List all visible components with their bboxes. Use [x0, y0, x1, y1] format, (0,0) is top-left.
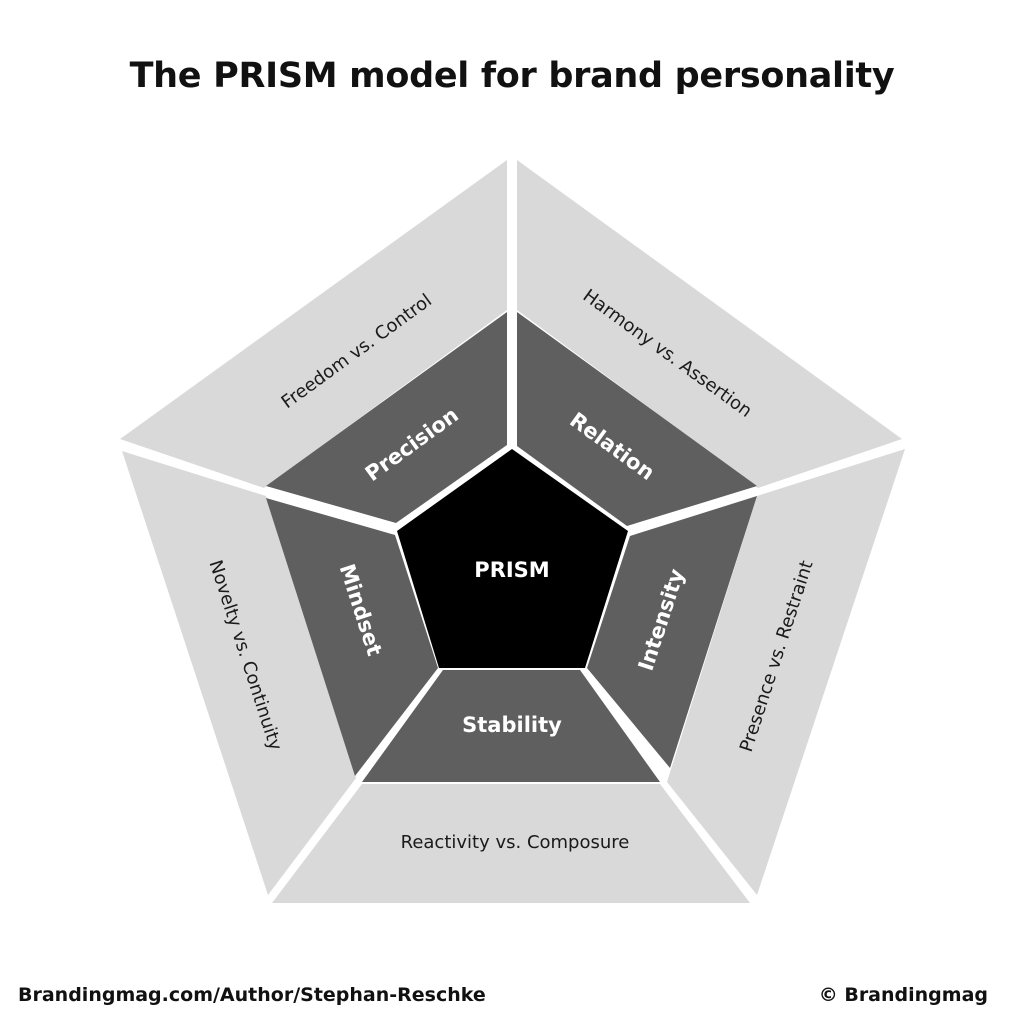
- footer-copyright: © Brandingmag: [818, 984, 988, 1006]
- middle-ring: [266, 312, 757, 782]
- outer-segment-top-right: [517, 160, 902, 488]
- outer-segment-top-left: [120, 160, 507, 488]
- outer-ring: [120, 160, 905, 903]
- middle-segment-relation: [517, 312, 757, 526]
- middle-segment-intensity: [587, 496, 757, 768]
- outer-segment-left: [122, 451, 356, 895]
- core-label: PRISM: [474, 558, 549, 582]
- outer-segment-right: [667, 449, 905, 895]
- middle-segment-mindset: [266, 498, 438, 776]
- footer-source-url: Brandingmag.com/Author/Stephan-Reschke: [18, 984, 486, 1006]
- diagram-title: The PRISM model for brand personality: [129, 56, 895, 96]
- dimension-label-stability: Stability: [462, 713, 562, 737]
- outer-segment-bottom: [272, 784, 750, 903]
- axis-label-reactivity-composure: Reactivity vs. Composure: [401, 832, 630, 853]
- middle-segment-precision: [266, 312, 507, 523]
- middle-segment-stability: [362, 670, 660, 782]
- core-pentagon: [397, 449, 628, 668]
